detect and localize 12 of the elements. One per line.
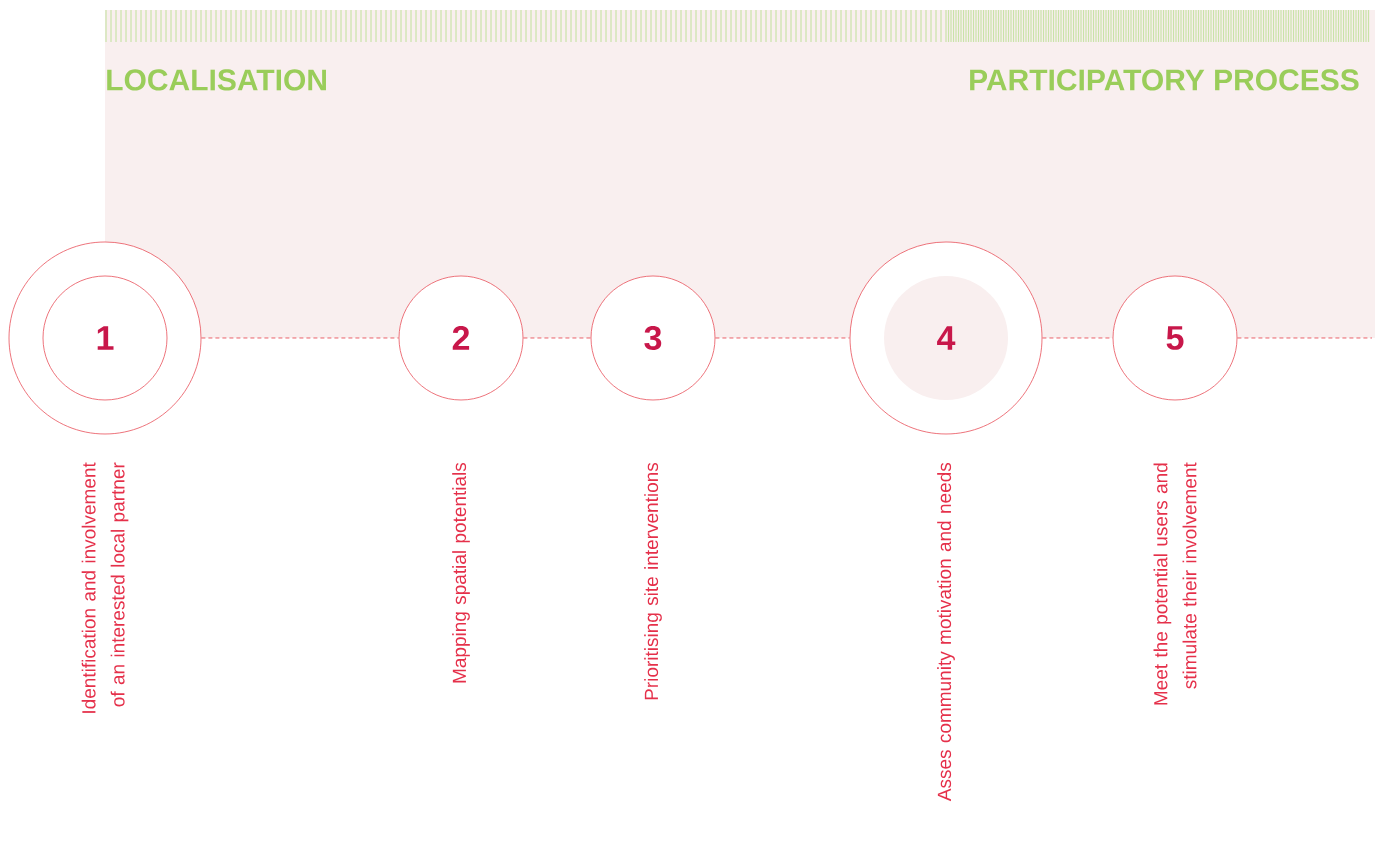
step-description: Prioritising site interventions <box>644 462 662 700</box>
step-description: Asses community motivation and needs <box>937 462 955 802</box>
dashed-connector <box>1236 337 1373 339</box>
dashed-connector <box>714 337 851 339</box>
dashed-connector <box>522 337 592 339</box>
dashed-connector <box>200 337 400 339</box>
step-description: Mapping spatial potentials <box>452 462 470 683</box>
step-description: Meet the potential users and stimulate their involvement <box>1153 462 1197 705</box>
section-heading: PARTICIPATORY PROCESS <box>970 69 1359 91</box>
step-description: Identification and involvement of an interested local partner <box>81 462 129 713</box>
section-heading: LOCALISATION <box>107 69 326 91</box>
dashed-connector <box>1041 337 1114 339</box>
